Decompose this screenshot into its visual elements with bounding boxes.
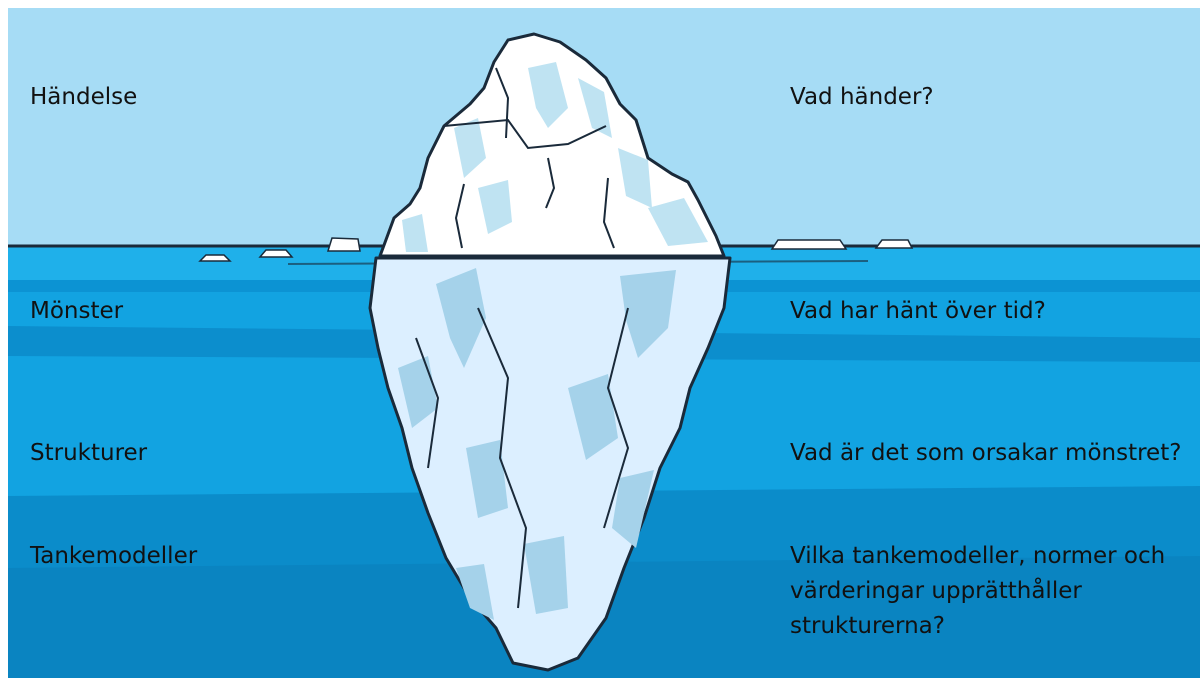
level-question-mental-models: Vilka tankemodeller, normer och värderin… xyxy=(790,543,1166,639)
ice-crack xyxy=(477,307,528,609)
ice-floe xyxy=(874,239,914,249)
level-name-structures: Strukturer xyxy=(30,440,148,466)
ice-crack xyxy=(602,177,615,249)
level-name-event: Händelse xyxy=(30,84,138,110)
ice-shadow xyxy=(578,78,612,138)
ice-shadow xyxy=(618,148,652,208)
ice-crack xyxy=(495,67,510,139)
ice-shadow xyxy=(436,268,486,368)
ice-shadow xyxy=(478,180,512,234)
ice-crack xyxy=(454,183,465,249)
ice-crack xyxy=(603,307,630,529)
ice-shadow xyxy=(398,356,438,428)
ice-shadow xyxy=(568,374,618,460)
ice-shadow xyxy=(612,470,654,548)
level-question-event: Vad händer? xyxy=(790,84,934,110)
iceberg-diagram: Händelse Vad händer? Mönster Vad har hän… xyxy=(8,8,1200,678)
level-question-structures: Vad är det som orsakar mönstret? xyxy=(790,440,1182,466)
ice-floe xyxy=(770,239,848,250)
ice-shadow xyxy=(466,440,508,518)
ice-floe xyxy=(326,237,361,252)
level-question-pattern: Vad har hänt över tid? xyxy=(790,298,1046,324)
ice-floe xyxy=(198,254,232,262)
ice-crack xyxy=(545,157,556,209)
ice-shadow xyxy=(456,564,494,620)
level-name-mental-models: Tankemodeller xyxy=(30,543,198,569)
ice-shadow xyxy=(620,270,676,358)
ice-crack xyxy=(415,337,440,469)
ice-shadow xyxy=(524,536,568,614)
iceberg-underwater xyxy=(368,256,732,672)
ice-shadow xyxy=(402,214,428,252)
ice-floe xyxy=(258,249,294,258)
ice-shadow xyxy=(648,198,708,246)
ice-shadow xyxy=(454,118,486,178)
level-name-pattern: Mönster xyxy=(30,298,124,324)
ice-crack xyxy=(443,118,607,150)
ice-shadow xyxy=(528,62,568,128)
iceberg-illustration xyxy=(8,8,1200,678)
